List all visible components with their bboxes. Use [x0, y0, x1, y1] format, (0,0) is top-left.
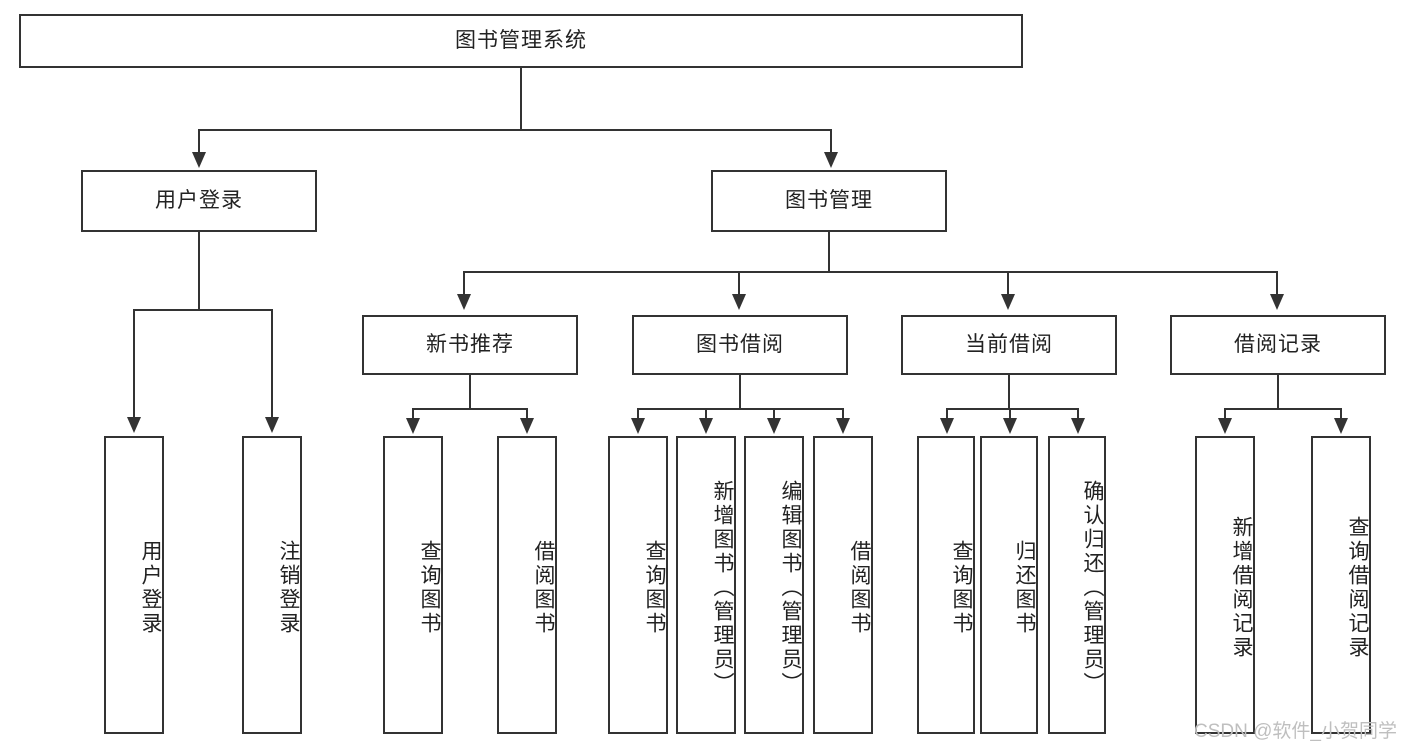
node-label: 图书管理	[785, 188, 873, 212]
arrowhead-leaf-logout	[265, 417, 279, 433]
leaf-confirm-return-admin[interactable]: 确认归还（管理员）	[1048, 436, 1106, 734]
leaf-user-login[interactable]: 用户登录	[104, 436, 164, 734]
connector-current-stem	[1008, 375, 1010, 409]
arrowhead-leaf-borrow-book-2	[836, 418, 850, 434]
connector-book-management-stem	[828, 232, 830, 272]
arrowhead-borrow-record	[1270, 294, 1284, 310]
connector-root-stem	[520, 68, 522, 130]
leaf-query-book-borrow[interactable]: 查询图书	[608, 436, 668, 734]
arrowhead-leaf-query-book-3	[940, 418, 954, 434]
connector-level3-drop-record	[1276, 271, 1278, 296]
arrowhead-leaf-add-record	[1218, 418, 1232, 434]
connector-borrow-drop-3	[773, 408, 775, 420]
leaf-return-book[interactable]: 归还图书	[980, 436, 1038, 734]
node-label: 编辑图书（管理员）	[779, 480, 802, 696]
leaf-query-book-newbook[interactable]: 查询图书	[383, 436, 443, 734]
leaf-add-book-admin[interactable]: 新增图书（管理员）	[676, 436, 736, 734]
node-new-book-recommendation[interactable]: 新书推荐	[362, 315, 578, 375]
arrowhead-leaf-confirm-return	[1071, 418, 1085, 434]
csdn-watermark: CSDN @软件_小贺同学	[1194, 721, 1397, 742]
connector-newbook-bus	[412, 408, 527, 410]
arrowhead-leaf-query-record	[1334, 418, 1348, 434]
connector-level3-drop-current	[1007, 271, 1009, 296]
node-root-book-management-system[interactable]: 图书管理系统	[19, 14, 1023, 68]
arrowhead-book-management	[824, 152, 838, 168]
connector-user-login-drop-1	[133, 309, 135, 419]
connector-user-login-stem	[198, 232, 200, 310]
arrowhead-leaf-user-login	[127, 417, 141, 433]
arrowhead-new-book-recommend	[457, 294, 471, 310]
node-label: 借阅图书	[848, 540, 871, 636]
node-label: 查询借阅记录	[1346, 516, 1369, 660]
leaf-add-borrow-record[interactable]: 新增借阅记录	[1195, 436, 1255, 734]
connector-borrow-drop-2	[705, 408, 707, 420]
leaf-logout[interactable]: 注销登录	[242, 436, 302, 734]
arrowhead-leaf-return-book	[1003, 418, 1017, 434]
node-label: 新增借阅记录	[1230, 516, 1253, 660]
node-label: 新增图书（管理员）	[711, 480, 734, 696]
connector-user-login-drop-2	[271, 309, 273, 419]
leaf-query-borrow-record[interactable]: 查询借阅记录	[1311, 436, 1371, 734]
node-borrowing-records[interactable]: 借阅记录	[1170, 315, 1386, 375]
connector-level2-bus	[198, 129, 832, 131]
connector-level3-drop-newbook	[463, 271, 465, 296]
connector-current-drop-3	[1077, 408, 1079, 420]
connector-borrow-bus	[637, 408, 843, 410]
connector-current-drop-2	[1009, 408, 1011, 420]
arrowhead-leaf-query-book-2	[631, 418, 645, 434]
arrowhead-leaf-borrow-book-1	[520, 418, 534, 434]
node-label: 图书借阅	[696, 332, 784, 356]
node-label: 用户登录	[155, 188, 243, 212]
connector-record-drop-2	[1340, 408, 1342, 420]
connector-newbook-drop-1	[412, 408, 414, 420]
connector-borrow-drop-4	[842, 408, 844, 420]
node-label: 注销登录	[277, 540, 300, 636]
connector-level2-drop-left	[198, 129, 200, 154]
node-book-borrowing[interactable]: 图书借阅	[632, 315, 848, 375]
node-book-management[interactable]: 图书管理	[711, 170, 947, 232]
arrowhead-leaf-edit-book	[767, 418, 781, 434]
node-label: 用户登录	[139, 540, 162, 636]
arrowhead-leaf-query-book-1	[406, 418, 420, 434]
connector-level3-bus	[463, 271, 1278, 273]
arrowhead-user-login	[192, 152, 206, 168]
connector-record-drop-1	[1224, 408, 1226, 420]
connector-record-stem	[1277, 375, 1279, 409]
node-current-borrowing[interactable]: 当前借阅	[901, 315, 1117, 375]
node-label: 归还图书	[1013, 540, 1036, 636]
leaf-edit-book-admin[interactable]: 编辑图书（管理员）	[744, 436, 804, 734]
leaf-query-book-current[interactable]: 查询图书	[917, 436, 975, 734]
node-label: 查询图书	[950, 540, 973, 636]
connector-borrow-stem	[739, 375, 741, 409]
connector-borrow-drop-1	[637, 408, 639, 420]
arrowhead-leaf-add-book	[699, 418, 713, 434]
connector-level3-drop-borrow	[738, 271, 740, 296]
connector-user-login-bus	[133, 309, 273, 311]
arrowhead-current-borrow	[1001, 294, 1015, 310]
node-label: 图书管理系统	[455, 28, 587, 52]
node-label: 当前借阅	[965, 332, 1053, 356]
node-label: 借阅图书	[532, 540, 555, 636]
node-label: 查询图书	[643, 540, 666, 636]
leaf-borrow-book-newbook[interactable]: 借阅图书	[497, 436, 557, 734]
connector-current-drop-1	[946, 408, 948, 420]
connector-newbook-stem	[469, 375, 471, 409]
node-label: 确认归还（管理员）	[1081, 480, 1104, 696]
node-label: 新书推荐	[426, 332, 514, 356]
node-user-login[interactable]: 用户登录	[81, 170, 317, 232]
connector-current-bus	[946, 408, 1078, 410]
connector-newbook-drop-2	[526, 408, 528, 420]
connector-level2-drop-right	[830, 129, 832, 154]
node-label: 借阅记录	[1234, 332, 1322, 356]
connector-record-bus	[1224, 408, 1341, 410]
arrowhead-book-borrow	[732, 294, 746, 310]
node-label: 查询图书	[418, 540, 441, 636]
leaf-borrow-book-borrow[interactable]: 借阅图书	[813, 436, 873, 734]
